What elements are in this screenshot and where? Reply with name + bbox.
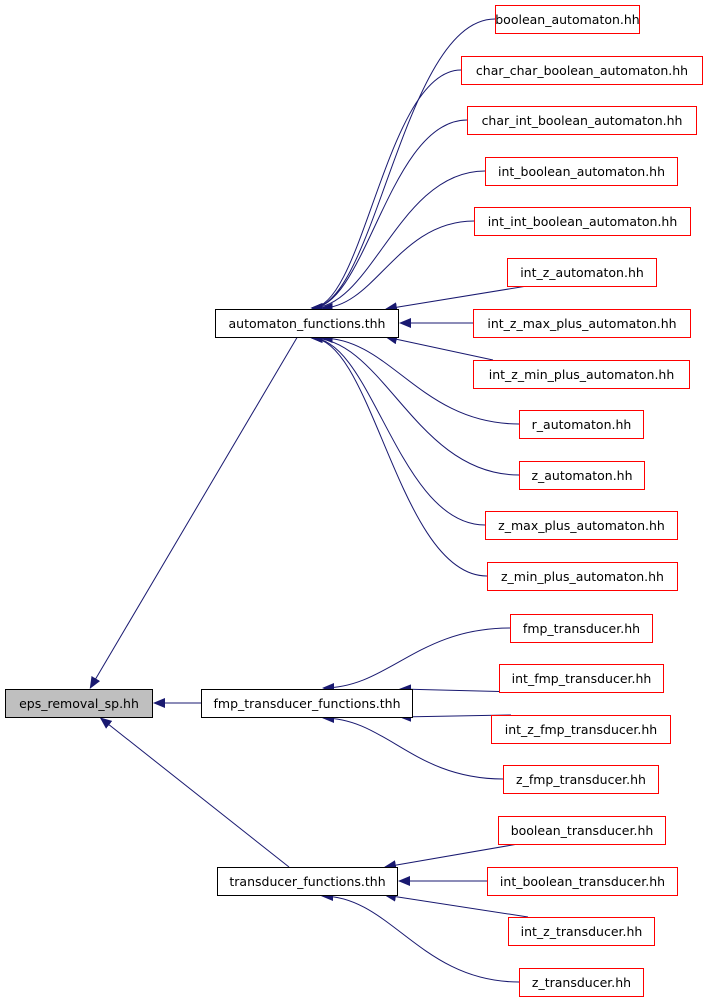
node-g1-leaf-8[interactable]: r_automaton.hh [519, 410, 644, 439]
node-g1-leaf-9[interactable]: z_automaton.hh [519, 461, 645, 490]
node-g2[interactable]: fmp_transducer_functions.thh [201, 689, 413, 718]
node-g1-leaf-11-label: z_min_plus_automaton.hh [501, 569, 664, 584]
node-g1-leaf-9-box [519, 461, 645, 490]
node-g2-box [201, 689, 413, 718]
edge-g3-leaf-3 [321, 891, 520, 983]
node-g1-leaf-3-box [485, 157, 678, 186]
node-g3-leaf-3-label: z_transducer.hh [532, 975, 631, 990]
node-g3-leaf-3[interactable]: z_transducer.hh [519, 968, 644, 997]
node-g2-leaf-3[interactable]: z_fmp_transducer.hh [503, 765, 659, 794]
node-g1-leaf-0-box [495, 5, 640, 34]
node-eps-removal-sp-label: eps_removal_sp.hh [19, 696, 139, 711]
node-g1-leaf-8-label: r_automaton.hh [532, 417, 632, 432]
node-g1-leaf-2[interactable]: char_int_boolean_automaton.hh [467, 106, 697, 135]
node-g2-label: fmp_transducer_functions.thh [214, 696, 401, 711]
edges [89, 18, 529, 983]
node-g1-leaf-0-label: boolean_automaton.hh [495, 12, 639, 27]
node-g1-leaf-4-box [474, 207, 691, 236]
edge-g1-leaf-11 [310, 333, 488, 577]
edge-g1-leaf-2 [310, 119, 468, 313]
node-g1-leaf-10-label: z_max_plus_automaton.hh [498, 518, 665, 533]
node-g2-leaf-0[interactable]: fmp_transducer.hh [510, 614, 653, 643]
edge-g1-leaf-9 [310, 333, 520, 476]
node-g2-leaf-2-label: int_z_fmp_transducer.hh [505, 722, 657, 737]
node-g1-leaf-3[interactable]: int_boolean_automaton.hh [485, 157, 678, 186]
node-g1-leaf-3-label: int_boolean_automaton.hh [498, 164, 665, 179]
node-g2-leaf-0-box [510, 614, 653, 643]
node-g1-leaf-0[interactable]: boolean_automaton.hh [495, 5, 640, 34]
node-g1-leaf-11[interactable]: z_min_plus_automaton.hh [487, 562, 678, 591]
edge-g1-leaf-1 [310, 69, 462, 313]
node-g1-leaf-4[interactable]: int_int_boolean_automaton.hh [474, 207, 691, 236]
node-g2-leaf-2[interactable]: int_z_fmp_transducer.hh [491, 715, 671, 744]
edge-g3-to-root [99, 717, 290, 868]
node-g3-leaf-0-box [498, 816, 666, 845]
node-g1-leaf-5-label: int_z_automaton.hh [520, 265, 644, 280]
node-g1-leaf-7-label: int_z_min_plus_automaton.hh [489, 367, 675, 382]
node-g1-leaf-7-box [473, 360, 690, 389]
node-g2-leaf-3-label: z_fmp_transducer.hh [516, 772, 646, 787]
edge-g2-leaf-0 [322, 627, 511, 693]
node-g1-leaf-4-label: int_int_boolean_automaton.hh [488, 214, 678, 229]
node-g2-leaf-1-label: int_fmp_transducer.hh [512, 671, 652, 686]
node-g1-box [215, 309, 399, 338]
node-g3[interactable]: transducer_functions.thh [217, 867, 398, 896]
node-g1-leaf-2-label: char_int_boolean_automaton.hh [482, 113, 683, 128]
node-g1-leaf-5-box [507, 258, 657, 287]
node-g2-leaf-1-box [499, 664, 664, 693]
node-g1-leaf-2-box [467, 106, 697, 135]
node-g1-leaf-1-label: char_char_boolean_automaton.hh [476, 63, 688, 78]
edge-g3-leaf-2 [384, 891, 529, 918]
node-g1-leaf-6-box [473, 309, 691, 338]
node-g3-box [217, 867, 398, 896]
node-g3-leaf-1[interactable]: int_boolean_transducer.hh [487, 867, 678, 896]
node-g3-leaf-1-label: int_boolean_transducer.hh [500, 874, 665, 889]
edge-g2-leaf-3 [322, 713, 504, 780]
edge-g1-leaf-0 [310, 18, 496, 313]
node-eps-removal-sp[interactable]: eps_removal_sp.hh [5, 689, 153, 718]
node-g3-leaf-3-box [519, 968, 644, 997]
node-eps-removal-sp-box [5, 689, 153, 718]
node-g1-leaf-1[interactable]: char_char_boolean_automaton.hh [461, 56, 703, 85]
node-g2-leaf-1[interactable]: int_fmp_transducer.hh [499, 664, 664, 693]
node-g1-label: automaton_functions.thh [229, 316, 386, 331]
edge-g1-leaf-3 [310, 170, 486, 313]
node-g1-leaf-6-label: int_z_max_plus_automaton.hh [487, 316, 676, 331]
node-g1-leaf-6[interactable]: int_z_max_plus_automaton.hh [473, 309, 691, 338]
node-g1-leaf-5[interactable]: int_z_automaton.hh [507, 258, 657, 287]
nodes: eps_removal_sp.hh automaton_functions.thh… [5, 5, 703, 997]
edge-g1-leaf-4 [320, 220, 475, 313]
node-g1-leaf-7[interactable]: int_z_min_plus_automaton.hh [473, 360, 690, 389]
node-g3-leaf-0[interactable]: boolean_transducer.hh [498, 816, 666, 845]
node-g3-leaf-2[interactable]: int_z_transducer.hh [508, 917, 655, 946]
edge-g1-leaf-10 [310, 333, 486, 526]
node-g3-leaf-1-box [487, 867, 678, 896]
node-g3-label: transducer_functions.thh [229, 874, 385, 889]
edge-g1-to-root [89, 336, 298, 689]
node-g2-leaf-2-box [491, 715, 671, 744]
edge-g3-leaf-0 [384, 843, 519, 871]
node-g1-leaf-9-label: z_automaton.hh [531, 468, 632, 483]
edge-g1-leaf-5 [385, 285, 528, 313]
node-g3-leaf-2-box [508, 917, 655, 946]
node-g3-leaf-0-label: boolean_transducer.hh [511, 823, 654, 838]
edge-g1-leaf-7 [385, 334, 494, 361]
node-g1-leaf-11-box [487, 562, 678, 591]
node-g1-leaf-8-box [519, 410, 644, 439]
node-g3-leaf-2-label: int_z_transducer.hh [521, 924, 643, 939]
node-g1[interactable]: automaton_functions.thh [215, 309, 399, 338]
node-g2-leaf-3-box [503, 765, 659, 794]
node-g1-leaf-10[interactable]: z_max_plus_automaton.hh [485, 511, 678, 540]
node-g2-leaf-0-label: fmp_transducer.hh [523, 621, 640, 636]
node-g1-leaf-1-box [461, 56, 703, 85]
node-g1-leaf-10-box [485, 511, 678, 540]
edge-g1-leaf-8 [320, 333, 520, 425]
